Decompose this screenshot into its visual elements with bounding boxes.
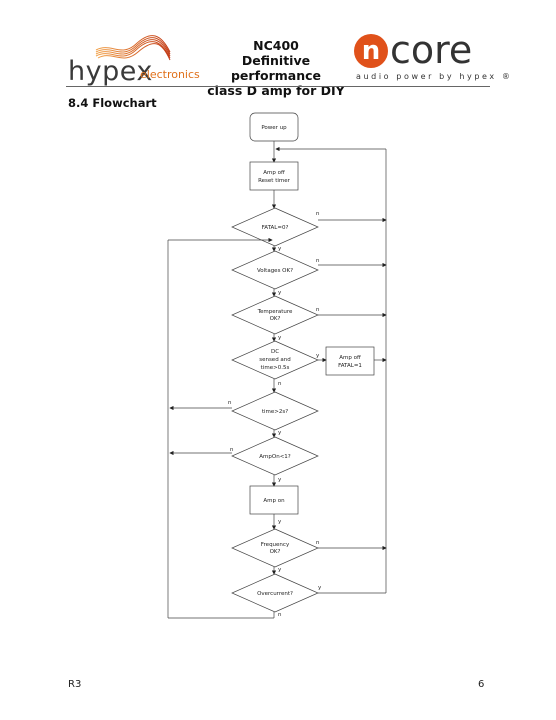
ampon-text: AmpOn<1? <box>259 454 291 460</box>
title-line-2: Definitive performance <box>230 53 322 83</box>
hypex-wave-logo <box>95 35 171 61</box>
fatal-text: FATAL=0? <box>262 225 289 231</box>
voltages-diamond <box>231 250 319 290</box>
temperature-text-1: Temperature <box>257 309 293 315</box>
frequency-text-1: Frequency <box>261 542 290 548</box>
amp-off-reset-box <box>249 161 299 191</box>
fatal-n-label: n <box>316 211 320 217</box>
volt-n-label: n <box>316 258 320 264</box>
ampon-n-label: n <box>230 447 234 453</box>
time-n-label: n <box>228 400 232 406</box>
amp-off-fatal-text-1: Amp off <box>339 355 361 361</box>
document-title: NC400 Definitive performance class D amp… <box>196 38 356 98</box>
freq-y-label: y <box>278 567 282 573</box>
dc-n-label: n <box>278 381 282 387</box>
time-2s-diamond <box>231 391 319 431</box>
temp-n-label: n <box>316 307 320 313</box>
section-heading: 8.4 Flowchart <box>68 96 157 110</box>
over-n-label: n <box>278 612 282 618</box>
header-rule <box>66 86 490 87</box>
amp-off-fatal-text-2: FATAL=1 <box>338 363 362 369</box>
time-y-label: y <box>278 430 282 436</box>
fatal-diamond <box>231 207 319 247</box>
ncore-tagline: audio power by hypex ® <box>356 72 513 81</box>
power-up-text: Power up <box>261 125 287 131</box>
amp-off-text-2: Reset timer <box>258 178 291 184</box>
temp-y-label: y <box>278 335 282 341</box>
overcurrent-diamond <box>231 573 319 613</box>
temperature-diamond <box>231 295 319 335</box>
dc-text-1: DC <box>271 349 279 355</box>
fatal-y-label: y <box>278 246 282 252</box>
ampon-diamond <box>231 436 319 476</box>
title-line-1: NC400 <box>253 38 299 53</box>
dc-text-2: sensed and <box>259 357 291 363</box>
revision-label: R3 <box>68 679 82 690</box>
overcurrent-text: Overcurrent? <box>257 591 293 597</box>
dc-sensed-diamond <box>231 340 319 380</box>
over-y-label: y <box>318 585 322 591</box>
dc-y-label: y <box>316 353 320 359</box>
ncore-logo-badge: n <box>354 34 388 68</box>
volt-y-label: y <box>278 290 282 296</box>
ncore-logo-text: core <box>390 28 473 72</box>
hypex-logo-text: hypex <box>68 56 153 87</box>
voltages-text: Voltages OK? <box>257 268 293 274</box>
dc-text-3: time>0.5s <box>261 365 290 371</box>
ampon-y-label: y <box>278 477 282 483</box>
frequency-diamond <box>231 528 319 568</box>
amp-off-text-1: Amp off <box>263 170 285 176</box>
temperature-text-2: OK? <box>270 316 281 322</box>
amp-off-fatal-box <box>325 346 375 376</box>
amp-on-text: Amp on <box>263 498 285 504</box>
freq-n-label: n <box>316 540 320 546</box>
page-number: 6 <box>478 679 485 690</box>
amp-on-y-label: y <box>278 519 282 525</box>
frequency-text-2: OK? <box>270 549 281 555</box>
time2s-text: time>2s? <box>262 409 288 415</box>
hypex-logo-subtext: electronics <box>140 68 200 81</box>
